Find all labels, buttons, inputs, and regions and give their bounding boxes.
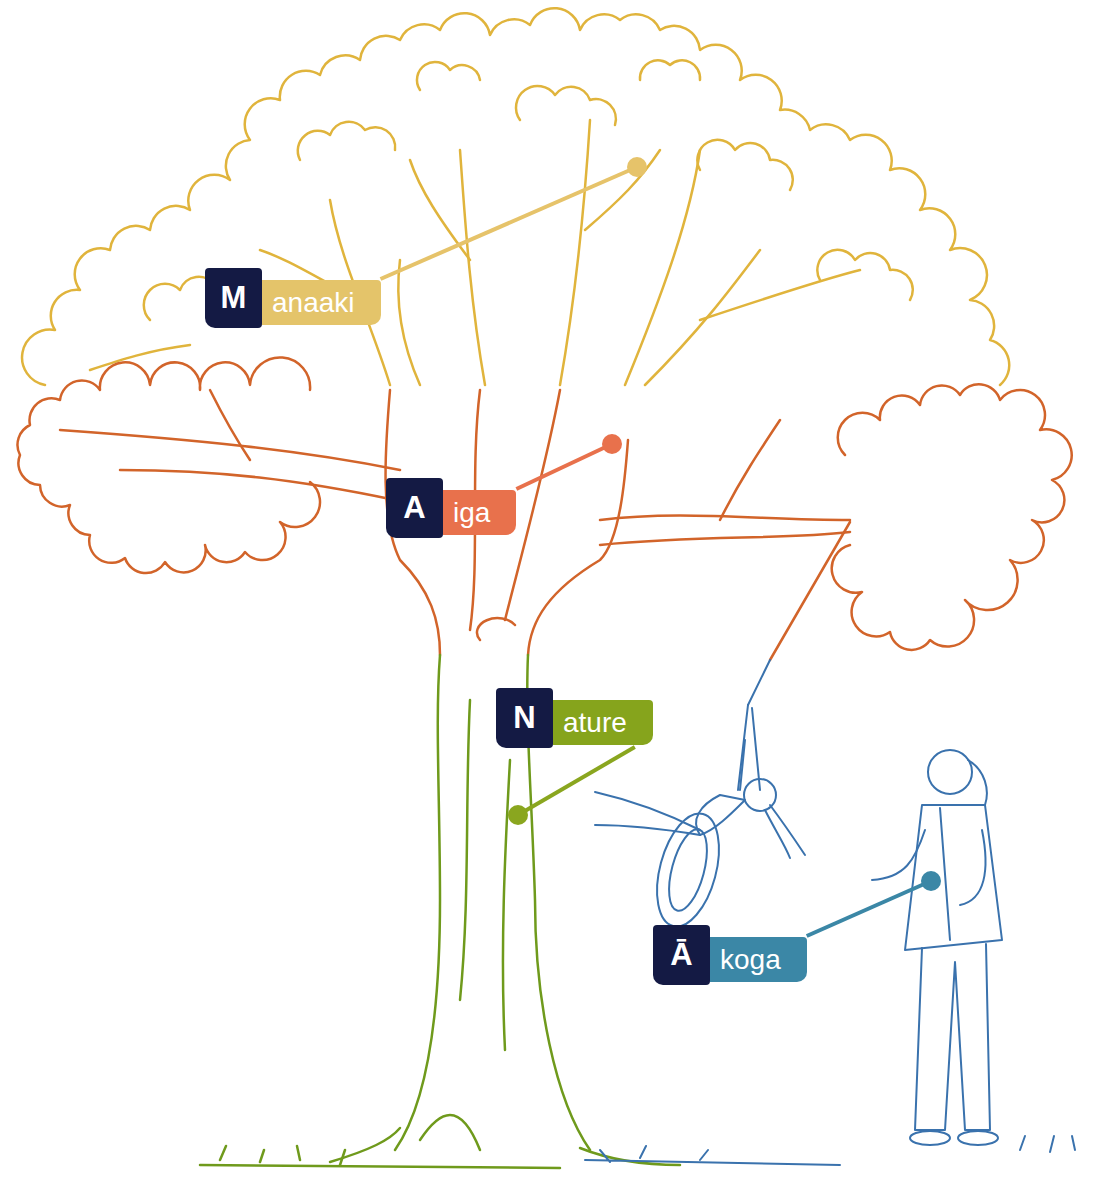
leader-line — [381, 167, 637, 279]
label-tag: Ākoga — [653, 925, 807, 985]
label-tag: Manaaki — [205, 268, 381, 328]
label-text: anaaki — [262, 280, 381, 325]
label-text: ature — [553, 700, 653, 745]
figures — [585, 660, 1075, 1165]
canopy — [22, 8, 1009, 385]
leader-line — [807, 881, 931, 936]
label-text: iga — [443, 490, 516, 535]
initial-letter: M — [205, 268, 262, 328]
leader-dot — [921, 871, 941, 891]
initial-letter: N — [496, 688, 553, 748]
trunk — [200, 655, 680, 1168]
leader-line — [516, 444, 612, 489]
label-tag: Aiga — [386, 478, 516, 538]
label-text: koga — [710, 937, 807, 982]
label-tag: Nature — [496, 688, 653, 748]
leader-line — [518, 747, 635, 815]
leader-dot — [602, 434, 622, 454]
branches — [18, 357, 1072, 660]
leader-dot — [508, 805, 528, 825]
initial-letter: Ā — [653, 925, 710, 985]
initial-letter: A — [386, 478, 443, 538]
leader-dot — [627, 157, 647, 177]
